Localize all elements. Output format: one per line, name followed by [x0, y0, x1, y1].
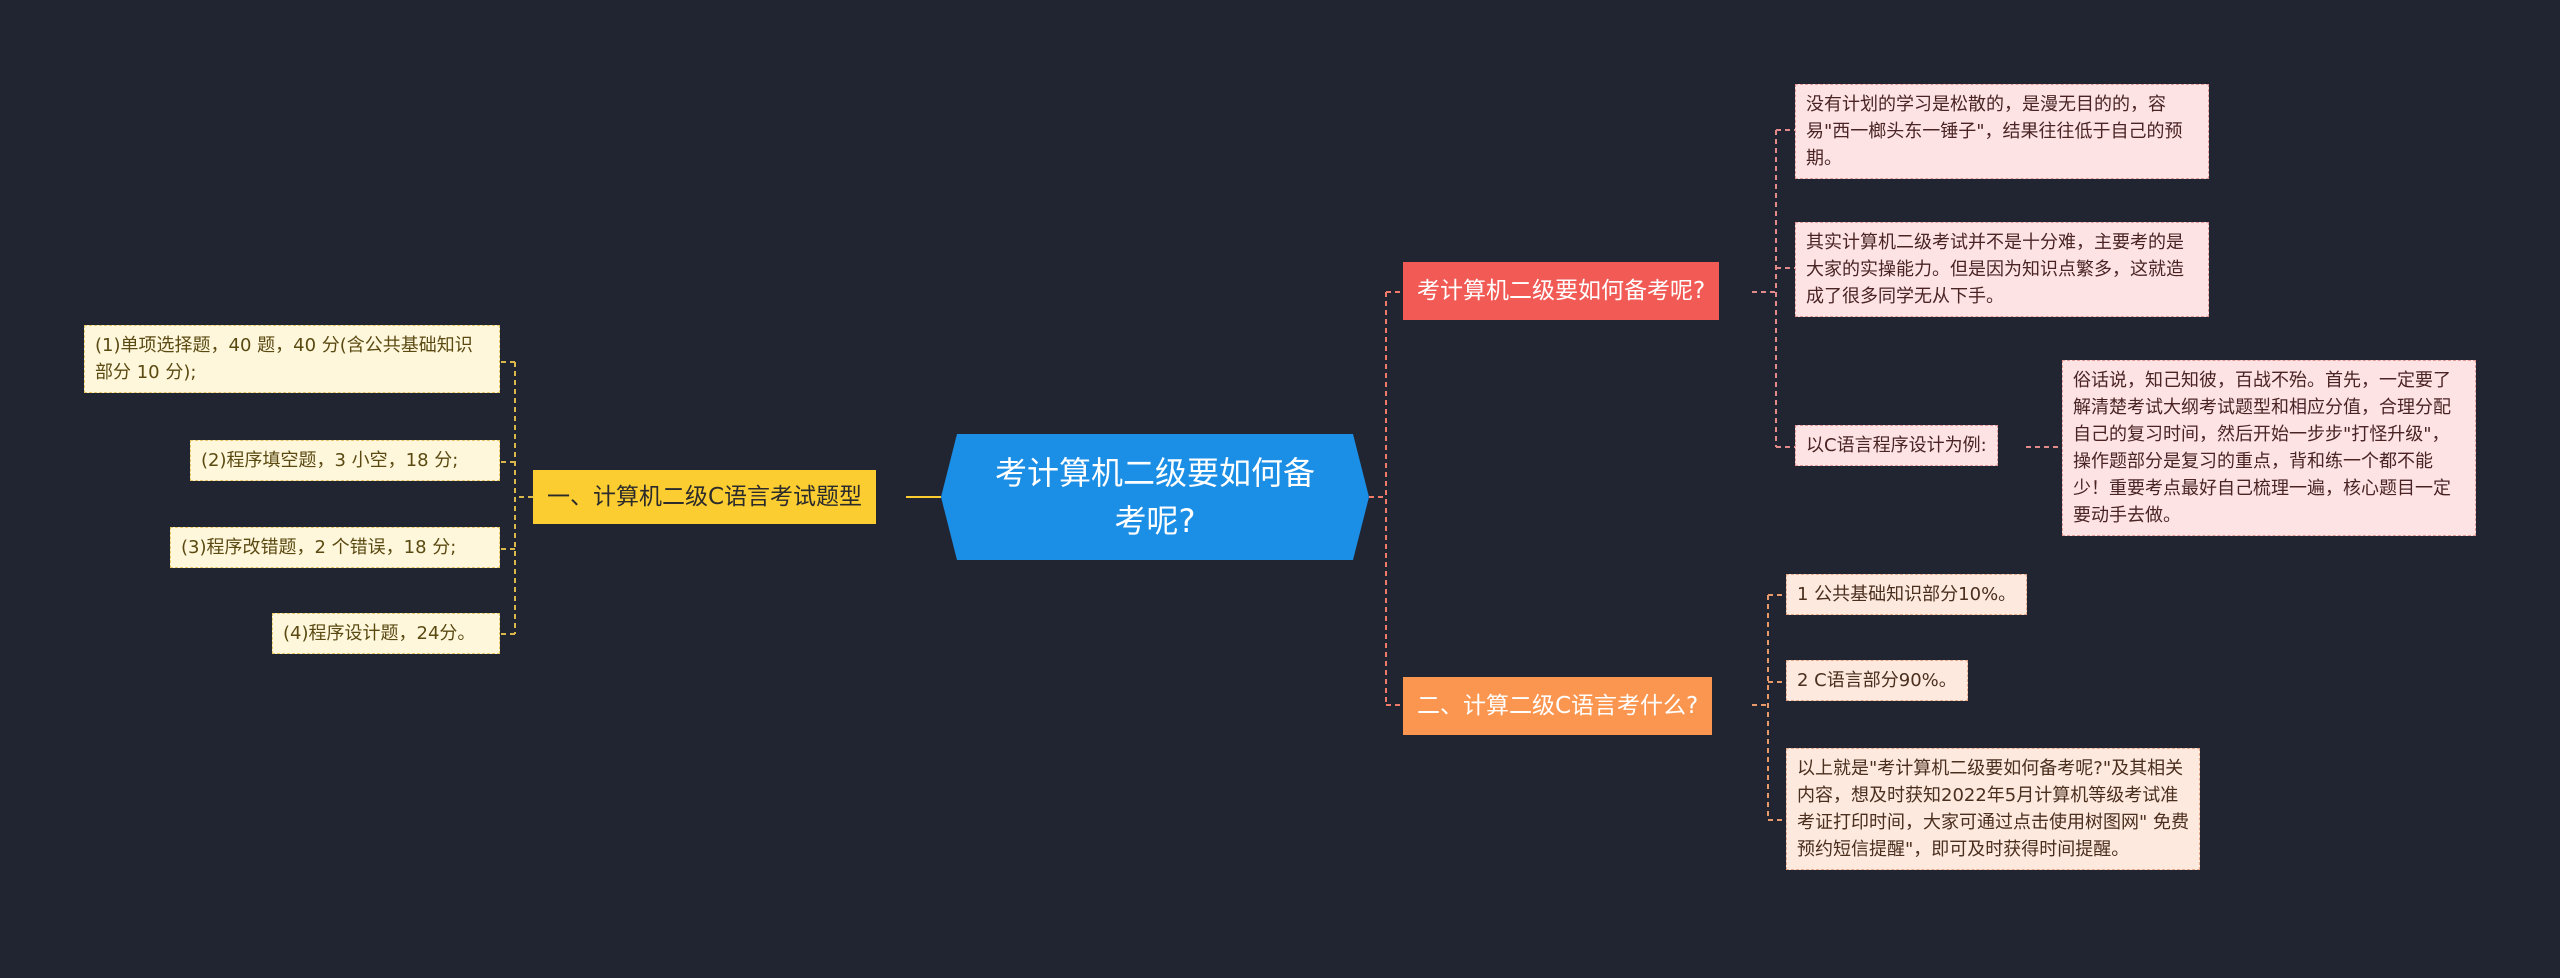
branch-label: 二、计算二级C语言考什么? [1417, 692, 1699, 719]
leaf-label: 1 公共基础知识部分10%。 [1797, 584, 2017, 605]
leaf-prepare-difficulty[interactable]: 其实计算机二级考试并不是十分难，主要考的是大家的实操能力。但是因为知识点繁多，这… [1795, 222, 2209, 317]
root-topic-label: 考计算机二级要如何备考呢? [994, 454, 1315, 540]
leaf-prepare-plan[interactable]: 没有计划的学习是松散的，是漫无目的的，容易"西一榔头东一锤子"，结果往往低于自己… [1795, 84, 2209, 179]
leaf-label: (2)程序填空题，3 小空，18 分; [201, 450, 459, 471]
leaf-tested-basics[interactable]: 1 公共基础知识部分10%。 [1786, 574, 2028, 615]
branch-exam-question-types[interactable]: 一、计算机二级C语言考试题型 [533, 470, 877, 524]
branch-label: 一、计算机二级C语言考试题型 [547, 483, 863, 510]
leaf-label: (3)程序改错题，2 个错误，18 分; [181, 537, 457, 558]
branch-label: 考计算机二级要如何备考呢? [1417, 277, 1706, 304]
leaf-label: 以上就是"考计算机二级要如何备考呢?"及其相关内容，想及时获知2022年5月计算… [1797, 758, 2189, 860]
leaf-tested-summary[interactable]: 以上就是"考计算机二级要如何备考呢?"及其相关内容，想及时获知2022年5月计算… [1786, 748, 2200, 870]
leaf-question-type-4[interactable]: (4)程序设计题，24分。 [272, 613, 500, 654]
link-root-right [1369, 291, 1403, 706]
leaf-tested-c-language[interactable]: 2 C语言部分90%。 [1786, 660, 1968, 701]
leaf-label: 没有计划的学习是松散的，是漫无目的的，容易"西一榔头东一锤子"，结果往往低于自己… [1806, 94, 2183, 169]
leaf-question-type-3[interactable]: (3)程序改错题，2 个错误，18 分; [170, 527, 500, 568]
link-right-top-bracket [1752, 129, 1795, 448]
leaf-question-type-1[interactable]: (1)单项选择题，40 题，40 分(含公共基础知识部分 10 分); [84, 325, 500, 393]
branch-how-to-prepare[interactable]: 考计算机二级要如何备考呢? [1403, 262, 1720, 320]
root-topic[interactable]: 考计算机二级要如何备考呢? [941, 434, 1369, 560]
leaf-label: (4)程序设计题，24分。 [283, 623, 476, 644]
branch-what-is-tested[interactable]: 二、计算二级C语言考什么? [1403, 677, 1713, 735]
leaf-prepare-example[interactable]: 以C语言程序设计为例: [1795, 425, 1998, 466]
leaf-label: 2 C语言部分90%。 [1797, 670, 1957, 691]
leaf-question-type-2[interactable]: (2)程序填空题，3 小空，18 分; [190, 440, 500, 481]
link-right-bottom-bracket [1752, 594, 1786, 821]
leaf-label: 其实计算机二级考试并不是十分难，主要考的是大家的实操能力。但是因为知识点繁多，这… [1806, 232, 2184, 307]
leaf-label: 以C语言程序设计为例: [1806, 435, 1987, 456]
leaf-label: (1)单项选择题，40 题，40 分(含公共基础知识部分 10 分); [95, 335, 473, 383]
leaf-label: 俗话说，知己知彼，百战不殆。首先，一定要了解清楚考试大纲考试题型和相应分值，合理… [2073, 370, 2451, 526]
leaf-prepare-advice[interactable]: 俗话说，知己知彼，百战不殆。首先，一定要了解清楚考试大纲考试题型和相应分值，合理… [2062, 360, 2476, 536]
link-left-bracket [500, 361, 533, 635]
